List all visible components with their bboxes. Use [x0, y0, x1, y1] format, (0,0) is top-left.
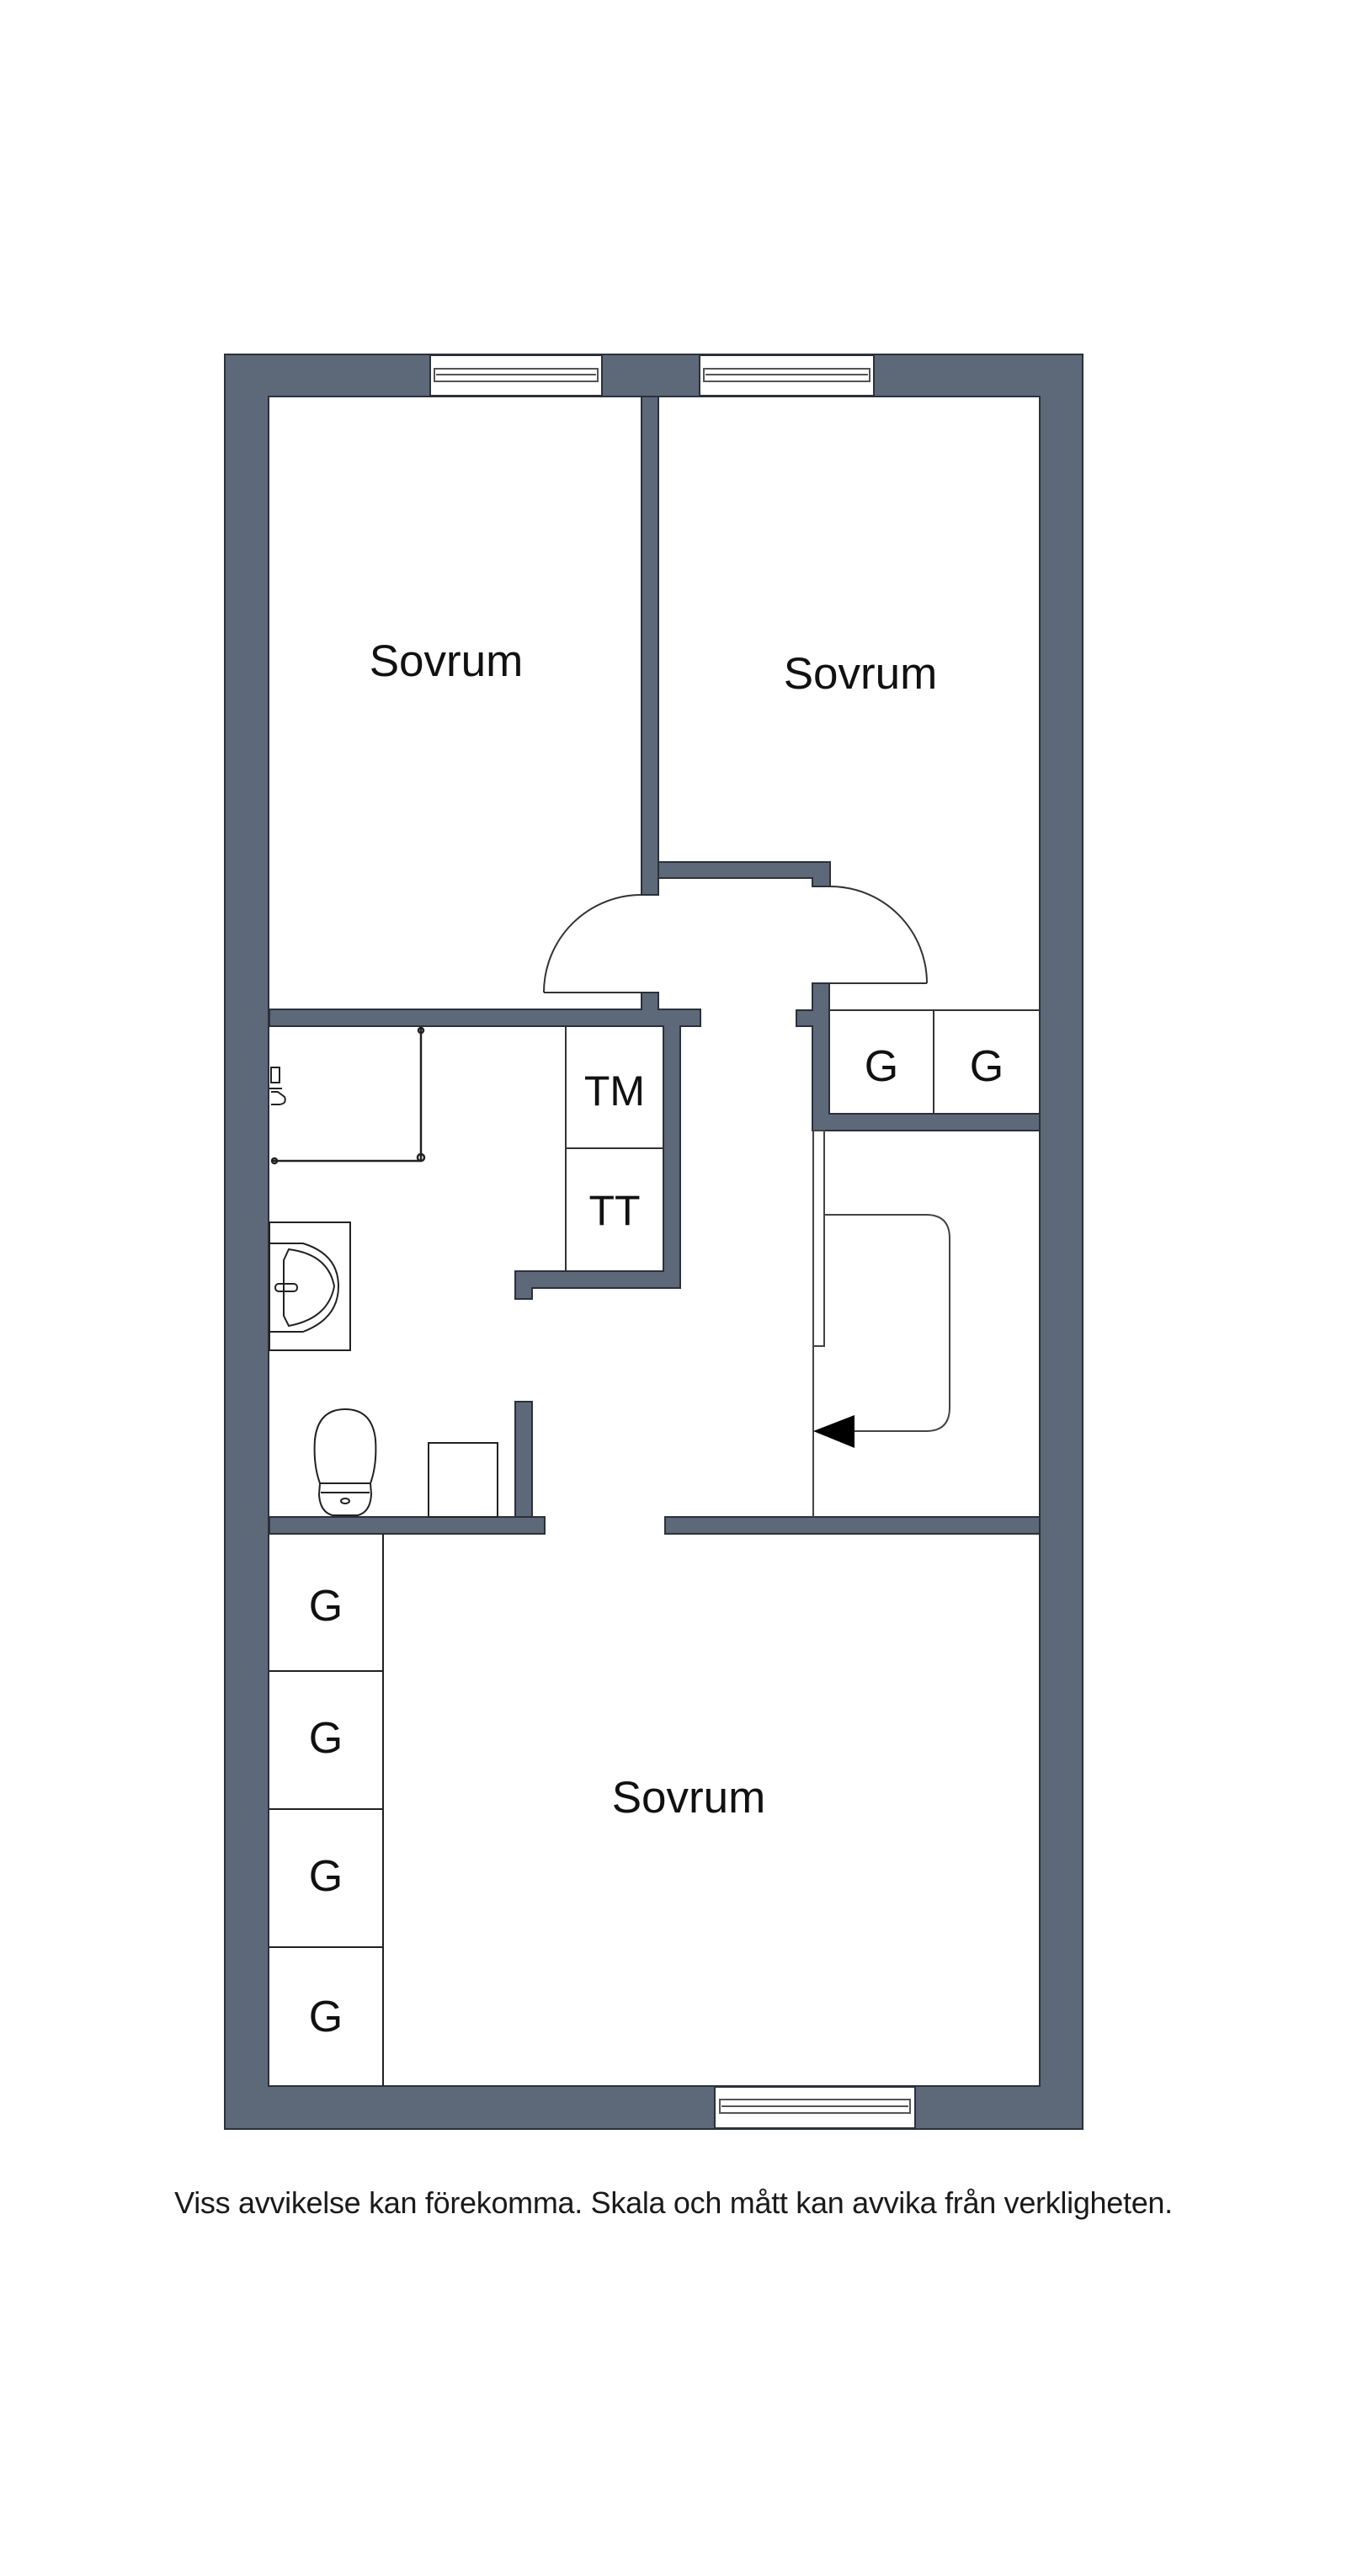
hall-closets	[830, 1009, 1040, 1114]
room-label-bedroom-bottom: Sovrum	[612, 1773, 766, 1823]
room-label-bedroom-top-right: Sovrum	[784, 649, 938, 699]
door-right-bedroom[interactable]	[829, 886, 928, 984]
bathroom-cabinet	[428, 1442, 498, 1518]
laundry-cabinets	[565, 1027, 663, 1271]
toilet	[313, 1408, 377, 1516]
disclaimer-text: Viss avvikelse kan förekomma. Skala och …	[174, 2185, 1173, 2220]
tumble-dryer-label: TT	[588, 1187, 640, 1234]
washing-machine-label: TM	[584, 1067, 645, 1115]
closet-label-bedroom-3: G	[309, 1852, 343, 1901]
sink	[269, 1221, 351, 1351]
window-top-right	[699, 354, 875, 397]
window-bottom	[714, 2086, 916, 2129]
closet-label-bedroom-4: G	[309, 1993, 343, 2041]
window-top-left	[429, 354, 603, 397]
closet-label-bedroom-2: G	[309, 1714, 343, 1763]
interior-walls	[269, 396, 1041, 1535]
shower-faucet-icon	[269, 1067, 286, 1105]
bedroom-closets	[269, 1534, 384, 2086]
stair-direction-arrow-icon	[813, 1415, 855, 1448]
shower	[270, 1026, 426, 1165]
closet-label-hall-2: G	[970, 1042, 1004, 1091]
room-label-bedroom-top-left: Sovrum	[370, 636, 524, 686]
closet-label-bedroom-1: G	[309, 1582, 343, 1631]
door-left-bedroom[interactable]	[543, 894, 642, 993]
closet-label-hall-1: G	[865, 1042, 898, 1091]
staircase[interactable]	[812, 1130, 950, 1517]
